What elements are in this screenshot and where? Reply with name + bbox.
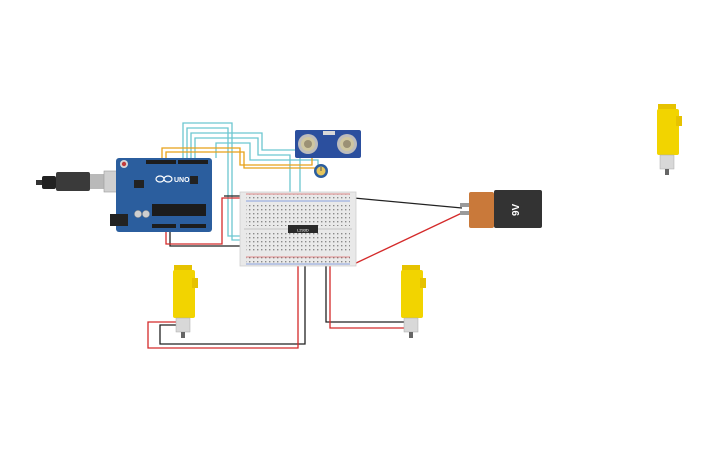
wires — [147, 122, 465, 349]
potentiometer[interactable] — [314, 164, 328, 178]
wire-red-motor-mid[interactable] — [329, 236, 404, 329]
wire-red-battery[interactable] — [353, 211, 465, 265]
dc-motor-left[interactable] — [173, 265, 198, 338]
wire-cyan-5[interactable] — [215, 142, 319, 172]
motor-driver-label: L293D — [297, 228, 309, 233]
dc-motor-middle[interactable] — [401, 265, 426, 338]
motor-driver-ic[interactable]: L293D — [288, 225, 318, 233]
wire-black-motor-mid[interactable] — [325, 222, 404, 323]
wire-orange-1[interactable] — [161, 147, 313, 166]
wire-cyan-4[interactable] — [194, 137, 291, 240]
wire-red-arduino[interactable] — [165, 197, 244, 245]
wire-black-motor-left[interactable] — [159, 222, 306, 345]
wire-red-motor-left[interactable] — [147, 236, 299, 349]
arduino-logo-text: UNO — [174, 177, 190, 184]
arduino-uno-board[interactable]: UNO — [110, 158, 212, 232]
arduino-infinity-icon — [155, 175, 173, 183]
dc-motor-right[interactable] — [657, 104, 682, 175]
wire-black-gnd-arduino[interactable] — [169, 230, 240, 247]
battery-label: 9V — [511, 203, 522, 216]
battery-9v[interactable]: 9V — [460, 190, 542, 228]
wire-black-battery[interactable] — [353, 197, 463, 209]
usb-cable[interactable] — [36, 170, 119, 193]
wire-orange-2[interactable] — [165, 151, 318, 169]
sensor-transducer-right — [337, 134, 357, 154]
sensor-transducer-left — [298, 134, 318, 154]
wire-cyan-2[interactable] — [186, 127, 242, 237]
ultrasonic-sensor[interactable] — [295, 130, 361, 158]
wire-cyan-1[interactable] — [182, 122, 240, 241]
